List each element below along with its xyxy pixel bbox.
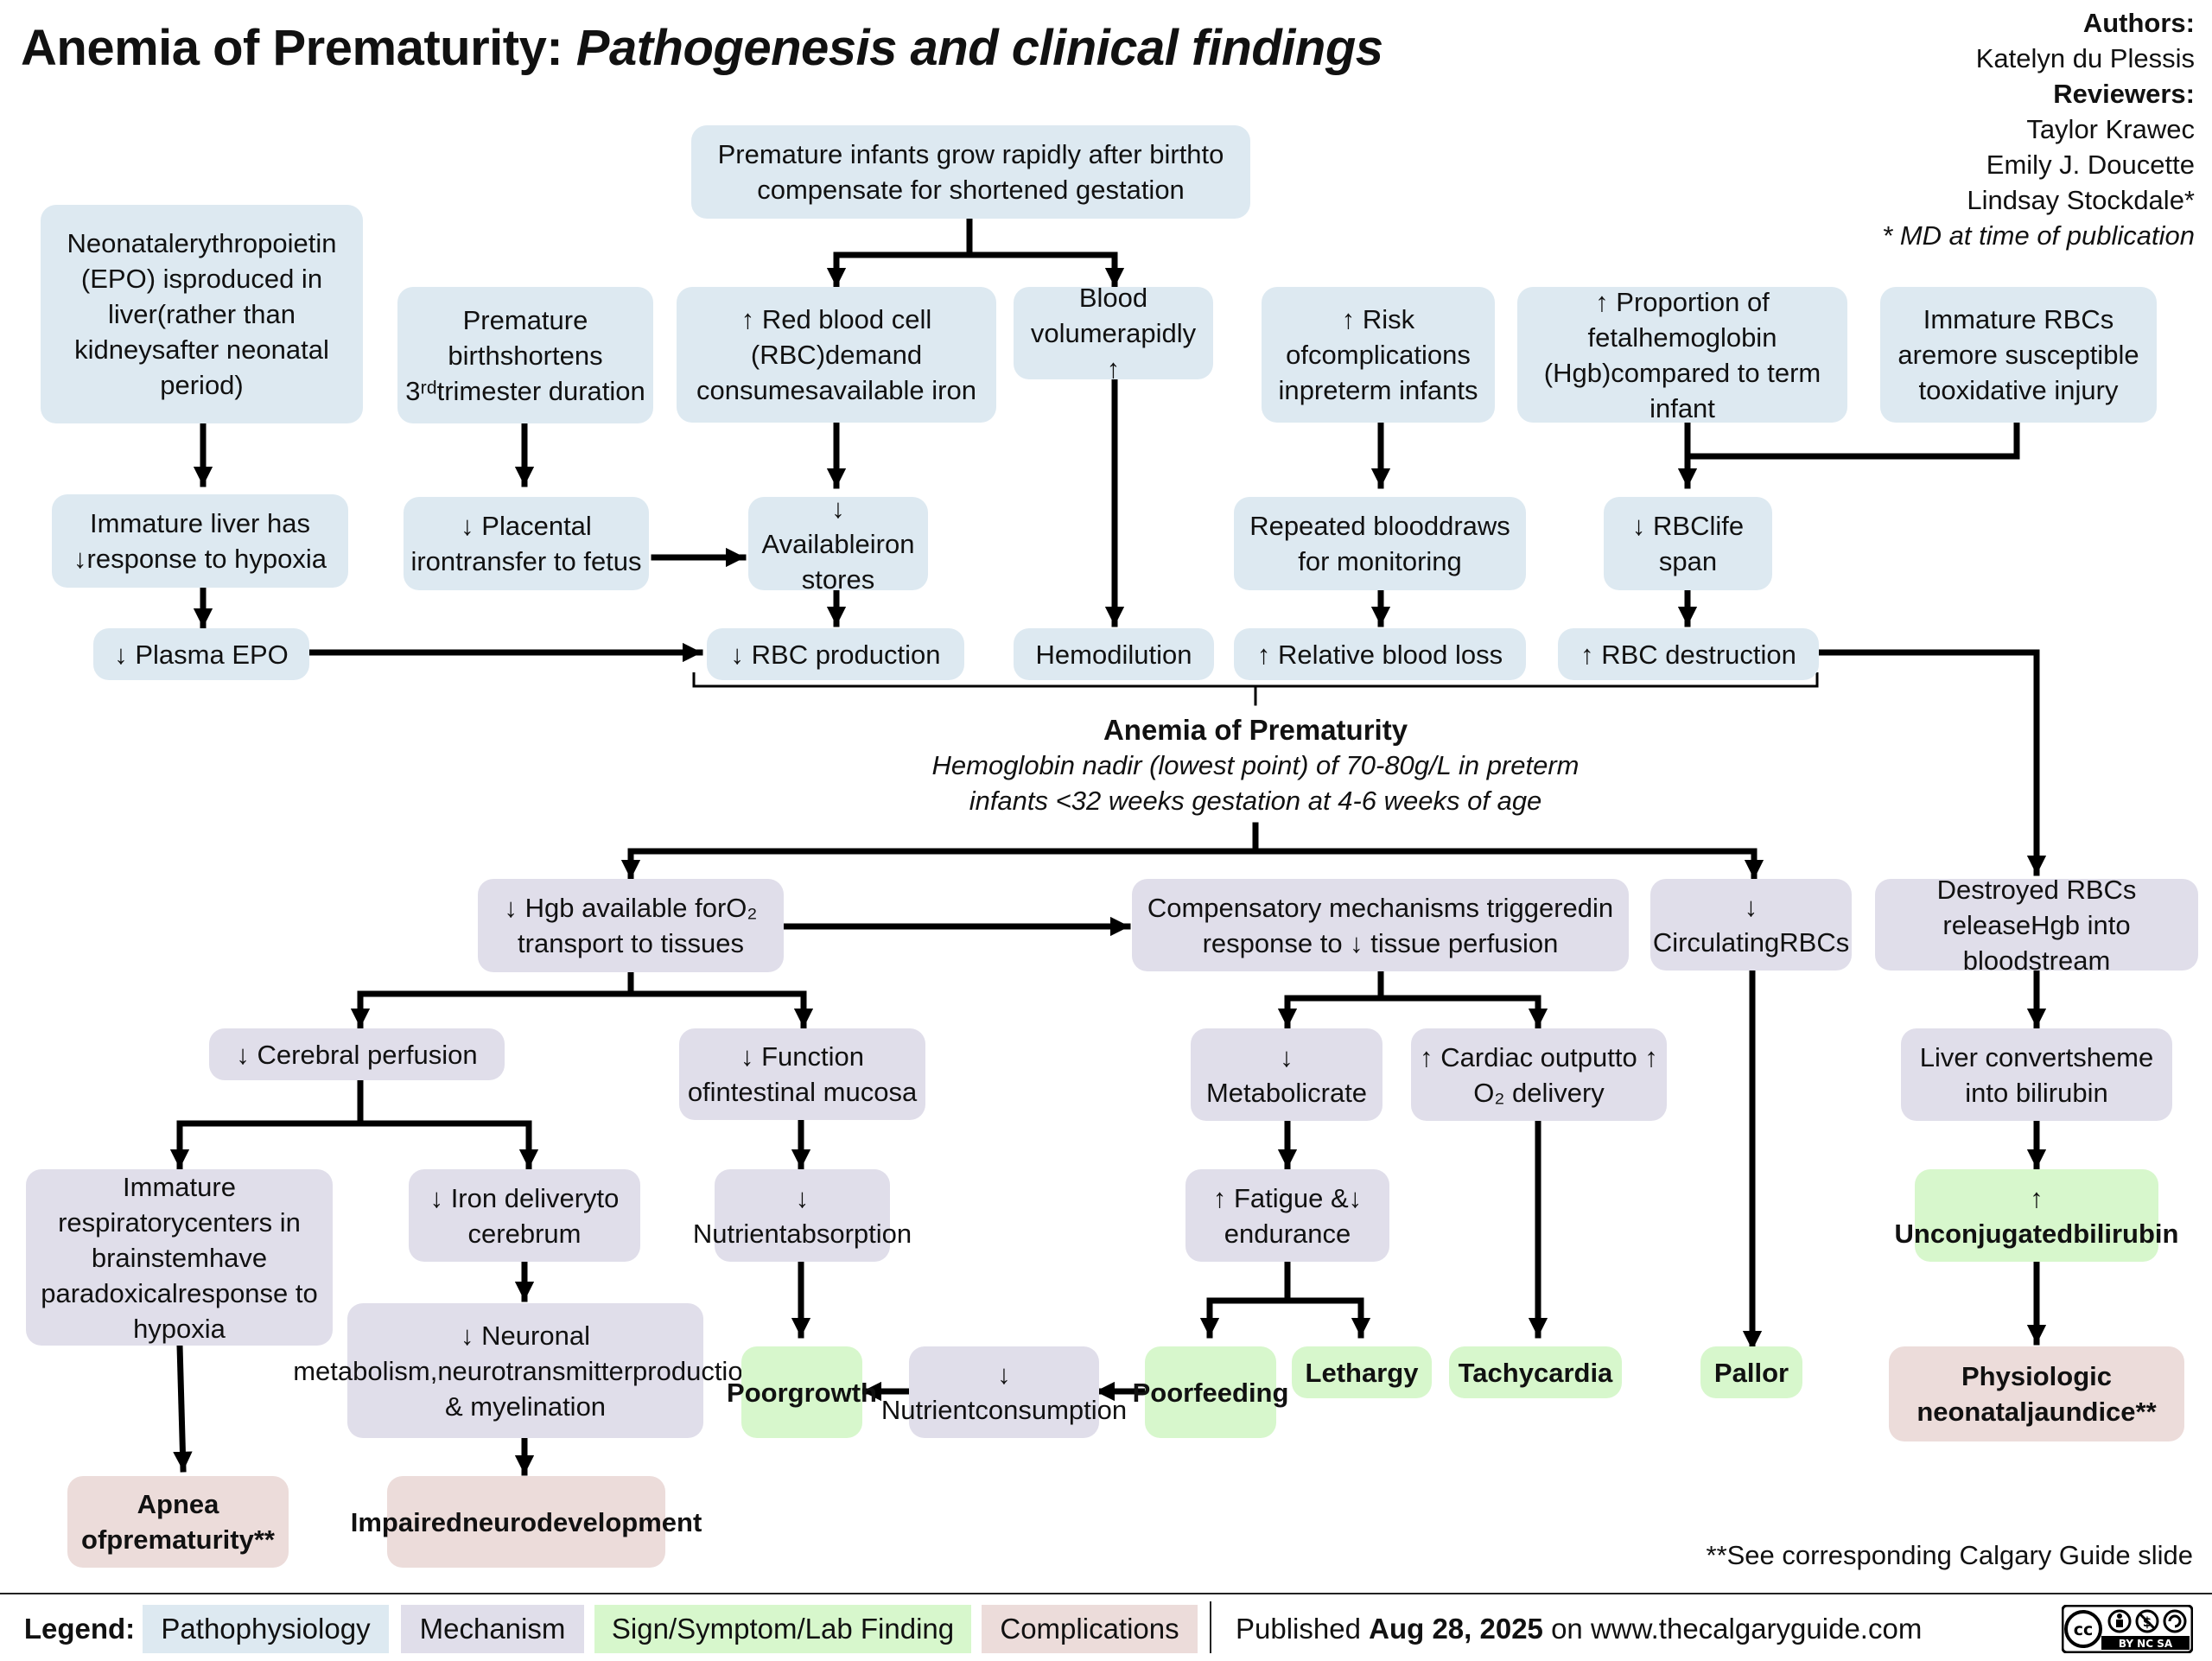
liver-hypoxia-box: Immature liver has ↓response to hypoxia — [52, 494, 348, 588]
placental-iron-box: ↓ Placental irontransfer to fetus — [404, 497, 649, 590]
published-site: on www.thecalgaryguide.com — [1551, 1613, 1923, 1645]
tachycardia-box: Tachycardia — [1449, 1346, 1622, 1398]
available-iron-box: ↓ Availableiron stores — [748, 493, 928, 595]
rbc-destruction-box: ↑ RBC destruction — [1558, 628, 1819, 680]
blood-draws-box: Repeated blooddraws for monitoring — [1234, 497, 1526, 590]
liver-converts-box: Liver convertsheme into bilirubin — [1901, 1028, 2172, 1121]
lethargy-box: Lethargy — [1292, 1346, 1432, 1398]
cerebral-perfusion-box: ↓ Cerebral perfusion — [209, 1028, 505, 1080]
fetal-hgb-box: ↑ Proportion of fetalhemoglobin (Hgb)com… — [1517, 287, 1847, 423]
rbc-lifespan-box: ↓ RBClife span — [1604, 497, 1772, 590]
fatigue-box: ↑ Fatigue &↓ endurance — [1185, 1169, 1389, 1262]
hemodilution-box: Hemodilution — [1014, 628, 1214, 680]
reviewer-name: Emily J. Doucette — [1986, 150, 2195, 180]
reviewer-name: Lindsay Stockdale* — [1967, 185, 2195, 215]
hub-title: Anemia of Prematurity — [1103, 714, 1408, 746]
hgb-available-box: ↓ Hgb available forO₂ transport to tissu… — [478, 879, 784, 972]
license-badge-text: BY NC SA — [2119, 1638, 2173, 1650]
rbc-demand-box: ↑ Red blood cell (RBC)demand consumesava… — [677, 287, 996, 423]
epo-liver-box: Neonatalerythropoietin (EPO) isproduced … — [41, 205, 363, 423]
creative-commons-license-icon: cc $ BY NC SA — [2062, 1605, 2193, 1653]
legend-item-complications: Complications — [982, 1605, 1198, 1653]
resp-centers-box: Immature respiratorycenters in brainstem… — [26, 1169, 333, 1346]
metabolic-rate-box: ↓ Metabolicrate — [1191, 1028, 1382, 1121]
legend-divider — [1210, 1601, 1211, 1653]
page-title: Anemia of Prematurity: Pathogenesis and … — [21, 20, 1383, 76]
anemia-of-prematurity-hub: Anemia of Prematurity Hemoglobin nadir (… — [867, 712, 1644, 818]
footnote: **See corresponding Calgary Guide slide — [1706, 1540, 2194, 1570]
blood-volume-box: Blood volumerapidly ↑ — [1014, 283, 1213, 384]
iron-delivery-box: ↓ Iron deliveryto cerebrum — [409, 1169, 640, 1262]
published-date: Aug 28, 2025 — [1369, 1613, 1543, 1645]
apnea-box: Apnea ofprematurity** — [67, 1476, 289, 1568]
immature-rbc-box: Immature RBCs aremore susceptible tooxid… — [1880, 287, 2157, 423]
pallor-box: Pallor — [1700, 1346, 1802, 1398]
hub-definition-line: infants <32 weeks gestation at 4-6 weeks… — [969, 786, 1542, 816]
reviewer-name: Taylor Krawec — [2026, 114, 2195, 144]
authors-block: Authors: Katelyn du Plessis Reviewers: T… — [1882, 5, 2195, 253]
destroyed-rbcs-box: Destroyed RBCs releaseHgb into bloodstre… — [1875, 875, 2198, 976]
circulating-rbcs-box: ↓ CirculatingRBCs — [1650, 879, 1852, 971]
legend-title: Legend: — [23, 1613, 136, 1645]
poor-feeding-box: Poorfeeding — [1133, 1346, 1288, 1438]
compensatory-box: Compensatory mechanisms triggeredin resp… — [1132, 879, 1629, 971]
reviewers-label: Reviewers: — [2053, 79, 2195, 109]
nutrient-absorption-box: ↓ Nutrientabsorption — [693, 1169, 912, 1262]
blood-loss-box: ↑ Relative blood loss — [1234, 628, 1526, 680]
neuronal-metabolism-box: ↓ Neuronal metabolism,neurotransmitterpr… — [293, 1303, 758, 1438]
grow-rapidly-box: Premature infants grow rapidly after bir… — [691, 125, 1250, 219]
authors-label: Authors: — [2082, 8, 2195, 38]
unconjugated-bilirubin-box: ↑ Unconjugatedbilirubin — [1895, 1169, 2178, 1262]
risk-complications-box: ↑ Risk ofcomplications inpreterm infants — [1262, 287, 1495, 423]
impaired-neurodevelopment-box: Impairedneurodevelopment — [351, 1476, 702, 1568]
hub-definition-line: Hemoglobin nadir (lowest point) of 70-80… — [931, 750, 1580, 780]
svg-text:cc: cc — [2074, 1620, 2094, 1639]
legend: Legend: Pathophysiology Mechanism Sign/S… — [0, 1593, 2212, 1661]
legend-item-sign-symptom: Sign/Symptom/Lab Finding — [594, 1605, 971, 1653]
cardiac-output-box: ↑ Cardiac outputto ↑ O₂ delivery — [1411, 1028, 1667, 1121]
poor-growth-box: Poorgrowth — [727, 1346, 877, 1438]
authors-note: * MD at time of publication — [1882, 220, 2195, 251]
published-line: Published Aug 28, 2025 on www.thecalgary… — [1236, 1605, 1922, 1653]
legend-item-mechanism: Mechanism — [401, 1605, 584, 1653]
intestinal-mucosa-box: ↓ Function ofintestinal mucosa — [679, 1028, 925, 1120]
author-name: Katelyn du Plessis — [1975, 43, 2195, 73]
legend-item-pathophysiology: Pathophysiology — [143, 1605, 389, 1653]
plasma-epo-box: ↓ Plasma EPO — [93, 628, 309, 680]
rbc-production-box: ↓ RBC production — [707, 628, 964, 680]
published-prefix: Published — [1236, 1613, 1361, 1645]
jaundice-box: Physiologic neonataljaundice** — [1889, 1346, 2184, 1441]
premature-birth-box: Premature birthshortens 3ʳᵈtrimester dur… — [397, 287, 653, 423]
nutrient-consumption-box: ↓ Nutrientconsumption — [881, 1346, 1127, 1438]
